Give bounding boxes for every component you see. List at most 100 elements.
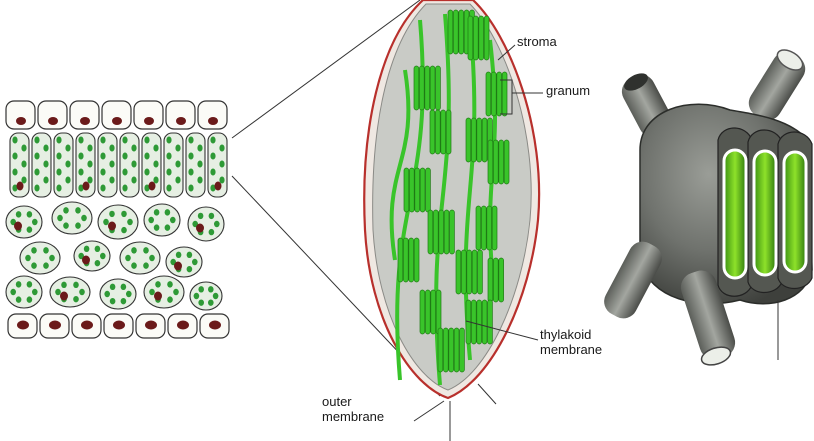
thylakoid-disc xyxy=(435,289,442,335)
thylakoid-disc xyxy=(493,139,499,185)
chloroplast-dot xyxy=(78,252,84,260)
nucleus xyxy=(214,181,222,191)
chloroplast-dot xyxy=(144,152,150,160)
chloroplast-dot xyxy=(153,209,160,216)
chloroplast-dot xyxy=(78,136,84,144)
chloroplast-dot xyxy=(143,262,149,269)
chloroplast-dot xyxy=(79,288,85,296)
chloroplast-dot xyxy=(167,281,173,288)
chloroplast-dot xyxy=(186,251,193,259)
chloroplast-dot xyxy=(65,176,71,184)
chloroplast-dot xyxy=(210,168,216,176)
chloroplast-dot xyxy=(43,160,49,168)
chloroplast-dot xyxy=(164,224,171,231)
chloroplast-dot xyxy=(131,247,137,254)
thylakoid-disc xyxy=(485,71,492,117)
chloroplast-dot xyxy=(188,136,194,144)
chloroplast-dot xyxy=(192,220,198,228)
thylakoid-disc xyxy=(481,205,487,251)
thylakoid-label-line1: thylakoid xyxy=(540,327,592,342)
chloroplast-dot xyxy=(125,254,131,262)
thylakoid-disc xyxy=(466,249,472,295)
chloroplast-dot xyxy=(144,184,150,192)
chloroplast-dot xyxy=(25,254,31,262)
chloroplast-dot xyxy=(73,281,79,289)
chloroplast-dot xyxy=(121,210,127,218)
chloroplast-dot xyxy=(175,251,182,259)
spongy-cell xyxy=(49,276,91,308)
thylakoid-disc xyxy=(453,9,459,55)
spongy-cell xyxy=(19,241,61,275)
stroma-leader xyxy=(497,44,516,61)
chloroplast-dot xyxy=(170,258,176,266)
spongy-cell xyxy=(5,275,43,309)
thylakoid-system xyxy=(389,9,510,386)
chloroplast-dot xyxy=(122,184,128,192)
chloroplast-dot xyxy=(153,160,159,168)
chloroplast-dot xyxy=(208,228,215,236)
chloroplast-dot xyxy=(153,176,159,184)
nucleus xyxy=(208,117,218,125)
chloroplast-dot xyxy=(109,297,116,305)
nucleus xyxy=(17,320,29,330)
thylakoid-disc xyxy=(461,249,467,295)
nucleus xyxy=(81,320,93,330)
spongy-cell xyxy=(143,203,181,237)
chloroplast-dot xyxy=(100,252,106,260)
nucleus xyxy=(176,117,186,125)
nucleus xyxy=(112,117,122,125)
zoom-line-top xyxy=(231,0,421,139)
chloroplast-dot xyxy=(197,176,203,184)
chloroplast-dot xyxy=(155,281,161,288)
chloroplast-dot xyxy=(43,262,49,269)
chloroplast-dot xyxy=(109,283,116,291)
thylakoid-disc xyxy=(435,65,441,111)
chloroplast-dot xyxy=(188,184,194,192)
chloroplast-dot xyxy=(63,222,69,229)
nucleus xyxy=(113,320,125,330)
nucleus xyxy=(82,181,90,191)
nucleus xyxy=(16,181,24,191)
chloroplast-dot xyxy=(122,152,128,160)
thylakoid-disc xyxy=(403,237,409,283)
thylakoid-disc xyxy=(429,109,436,155)
outer-membrane-leader xyxy=(413,400,445,422)
thylakoid-disc xyxy=(467,15,474,61)
chloroplast-dot xyxy=(63,207,69,214)
thylakoid-disc xyxy=(487,299,493,345)
thylakoid-disc xyxy=(503,139,510,185)
thylakoid-disc xyxy=(473,15,479,61)
chloroplast-dot xyxy=(164,209,171,216)
nucleus xyxy=(177,320,189,330)
chloroplast-dot xyxy=(75,222,81,229)
chloroplast-dot xyxy=(219,144,225,152)
chloroplast-dot xyxy=(170,216,176,224)
thylakoid-disc xyxy=(413,65,420,111)
upper-epidermis-cell xyxy=(101,100,132,130)
upper-epidermis-cell xyxy=(5,100,36,130)
spongy-cell xyxy=(51,201,93,235)
chloroplast-dot xyxy=(109,210,115,218)
chloroplast-dot xyxy=(120,283,127,291)
nucleus xyxy=(60,291,68,301)
chloroplast-dot xyxy=(186,265,193,273)
stroma-lamella xyxy=(389,69,411,261)
thylakoid-disc xyxy=(425,289,431,335)
thylakoid-disc xyxy=(397,237,404,283)
thylakoid-disc xyxy=(475,205,482,251)
chloroplast-dot xyxy=(198,286,204,293)
chloroplast-dot xyxy=(153,144,159,152)
thylakoid-disc xyxy=(429,65,436,111)
chloroplast-dot xyxy=(94,259,101,267)
stroma-label: stroma xyxy=(517,34,557,49)
chloroplast-dot xyxy=(188,168,194,176)
thylakoid-disc xyxy=(471,117,477,163)
chloroplast-dot xyxy=(153,224,160,231)
chloroplast-dot xyxy=(131,262,137,269)
thylakoid-disc xyxy=(493,257,499,303)
chloroplast-dot xyxy=(166,184,172,192)
chloroplast-dot xyxy=(12,152,18,160)
chloroplast-dot xyxy=(210,152,216,160)
thylakoid-disc xyxy=(433,209,439,255)
chloroplast-dot xyxy=(210,184,216,192)
